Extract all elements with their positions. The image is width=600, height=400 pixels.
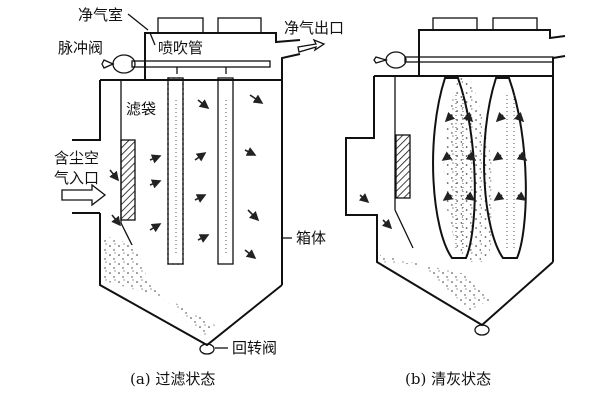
label-clean-air-chamber: 净气室 (78, 6, 123, 24)
filter-bags (167, 77, 234, 265)
pulse-arrows (358, 111, 528, 230)
airflow-arrows (109, 94, 264, 259)
label-pulse-valve: 脉冲阀 (58, 39, 103, 57)
outlet-arrow-icon (297, 38, 326, 53)
panel-a-filtering: 净气室 脉冲阀 喷吹管 净气出口 滤袋 含尘空 气入口 箱体 回转阀 (a) 过… (54, 6, 344, 388)
pulse-valve-icon (101, 54, 136, 74)
blow-pipe (131, 60, 271, 74)
rotary-valve-b-icon (474, 324, 490, 336)
dust-accumulation (102, 235, 215, 340)
label-blow-pipe: 喷吹管 (158, 39, 203, 57)
blow-pipe-b (404, 56, 554, 63)
label-filter-bag: 滤袋 (126, 100, 156, 118)
label-rotary-valve: 回转阀 (232, 339, 277, 357)
housing-b (345, 76, 554, 327)
dust-accumulation-b (380, 255, 490, 310)
label-clean-air-outlet: 净气出口 (284, 19, 344, 37)
label-dusty-air-inlet-2: 气入口 (54, 169, 99, 187)
housing (72, 79, 283, 347)
rotary-valve-icon (199, 343, 215, 355)
inflated-filter-bags (432, 77, 527, 262)
inlet-baffle (120, 139, 136, 221)
label-dusty-air-inlet-1: 含尘空 (54, 149, 99, 167)
caption-b: (b) 清灰状态 (405, 370, 491, 388)
panel-b-cleaning: (b) 清灰状态 (345, 17, 566, 388)
inlet-arrow-icon (61, 183, 107, 207)
pulse-valve-b-icon (373, 51, 407, 69)
caption-a: (a) 过滤状态 (130, 370, 215, 388)
clean-air-chamber (127, 13, 301, 285)
label-housing: 箱体 (296, 229, 326, 247)
inlet-baffle-b (395, 134, 411, 199)
